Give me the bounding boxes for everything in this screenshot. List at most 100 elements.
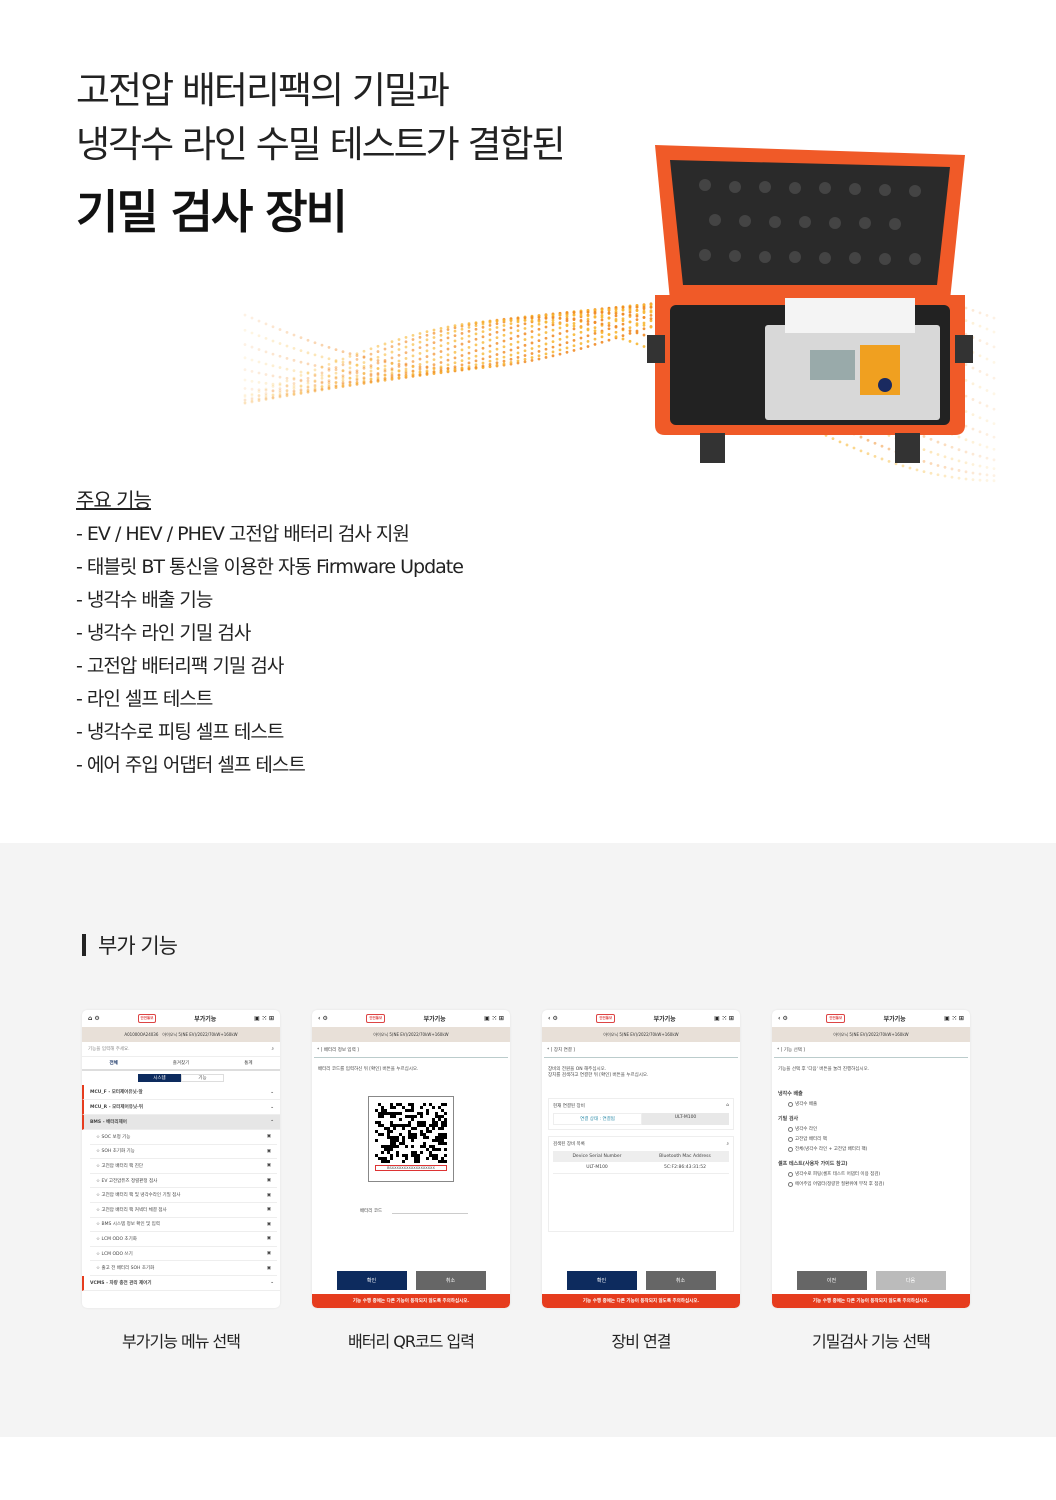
wave-dot [985, 327, 989, 331]
wave-dot [292, 333, 296, 337]
wave-dot [334, 381, 338, 384]
run-icon[interactable]: ▣ [266, 1221, 271, 1227]
star-icon[interactable]: ☆ [96, 1222, 101, 1228]
wave-dot [369, 358, 373, 362]
cancel-button[interactable]: 취소 [645, 1271, 716, 1290]
wave-dot [649, 303, 653, 307]
run-icon[interactable]: ▣ [266, 1265, 271, 1271]
wave-dot [985, 404, 989, 408]
function-list-item[interactable]: ☆ LCM ODO 초기화▣ [90, 1232, 277, 1247]
search-input[interactable]: 기능을 입력해 주세요.⌕ [82, 1042, 280, 1057]
back-icon[interactable]: ‹ ⚙ [318, 1015, 328, 1022]
wave-dot [642, 309, 646, 313]
next-button[interactable]: 다음 [875, 1271, 946, 1290]
star-icon[interactable]: ☆ [96, 1236, 101, 1242]
wave-dot [649, 319, 653, 323]
group-mcu-r[interactable]: MCU_R - 모터제어유닛-뒤⌄ [82, 1100, 280, 1115]
wave-dot [425, 343, 429, 347]
wave-dot [271, 364, 275, 368]
group-vcms[interactable]: VCMS - 차량 충전 관리 제어기⌄ [82, 1275, 280, 1291]
wave-dot [411, 365, 415, 369]
search-icon[interactable]: ⌕ [726, 1142, 729, 1147]
function-list-item[interactable]: ☆ BMS 시스템 정보 확인 및 입력▣ [90, 1218, 277, 1233]
function-list-item[interactable]: ☆ 고전압 배터리 팩 진단▣ [90, 1159, 277, 1174]
battery-code-input[interactable] [392, 1208, 469, 1214]
prev-button[interactable]: 이전 [796, 1271, 867, 1290]
wave-dot [397, 338, 401, 341]
run-icon[interactable]: ▣ [266, 1236, 271, 1242]
group-bms[interactable]: BMS - 배터리제어⌃ [82, 1115, 280, 1130]
wave-dot [572, 327, 576, 331]
star-icon[interactable]: ☆ [96, 1266, 101, 1272]
function-list-item[interactable]: ☆ SOH 초기화 기능▣ [90, 1145, 277, 1160]
wave-dot [530, 316, 534, 319]
wave-dot [404, 371, 408, 375]
radio-option[interactable]: 냉각수로 피팅(셀프 테스트 어댑터 이용 점검) [788, 1171, 964, 1177]
run-icon[interactable]: ▣ [266, 1192, 271, 1198]
wave-dot [607, 316, 611, 320]
tab-stats[interactable]: 통계 [244, 1061, 253, 1066]
toggle-system[interactable]: 시스템 [138, 1074, 181, 1082]
run-icon[interactable]: ▣ [266, 1178, 271, 1184]
wave-dot [964, 363, 968, 367]
wave-dot [551, 316, 555, 320]
wave-dot [992, 422, 996, 426]
tab-all[interactable]: 전체 [109, 1061, 118, 1066]
radio-option[interactable]: 고전압 배터리 팩 [788, 1136, 964, 1142]
wave-dot [992, 360, 996, 364]
function-list-item[interactable]: ☆ LCM ODO 쓰기▣ [90, 1247, 277, 1262]
disconnect-icon[interactable]: ⌂ [726, 1103, 729, 1108]
group-mcu-f[interactable]: MCU_F - 모터제어유닛-앞⌄ [82, 1085, 280, 1100]
wave-dot [348, 383, 352, 386]
star-icon[interactable]: ☆ [96, 1178, 101, 1184]
wave-dot [446, 331, 450, 335]
wave-dot [565, 341, 569, 345]
wave-dot [992, 376, 996, 380]
star-icon[interactable]: ☆ [96, 1163, 101, 1169]
wave-dot [642, 327, 646, 331]
radio-option[interactable]: 냉각수 배출 [788, 1101, 964, 1107]
wave-dot [621, 319, 625, 323]
radio-option[interactable]: 전체(냉각수 라인 + 고전압 배터리 팩) [788, 1146, 964, 1152]
toggle-function[interactable]: 기능 [181, 1074, 224, 1082]
wave-dot [481, 325, 485, 329]
wave-dot [537, 319, 541, 323]
wave-dot [866, 452, 870, 456]
wave-dot [950, 467, 954, 471]
wave-dot [446, 367, 450, 370]
run-icon[interactable]: ▣ [266, 1134, 271, 1140]
run-icon[interactable]: ▣ [266, 1163, 271, 1169]
wave-dot [264, 362, 268, 366]
wave-dot [642, 321, 646, 325]
wave-dot [929, 450, 933, 454]
function-list-item[interactable]: ☆ SOC 보정 기능▣ [90, 1130, 277, 1145]
radio-option[interactable]: 냉각수 라인 [788, 1126, 964, 1132]
function-list-item[interactable]: ☆ 고전압 배터리 팩 및 냉각수라인 기밀 점사▣ [90, 1188, 277, 1203]
star-icon[interactable]: ☆ [96, 1134, 101, 1140]
star-icon[interactable]: ☆ [96, 1207, 101, 1213]
wave-dot [341, 384, 345, 387]
radio-option[interactable]: 에어주입 어댑터(정량한 질환위에 부착 후 점검) [788, 1181, 964, 1187]
wave-dot [348, 354, 352, 358]
run-icon[interactable]: ▣ [266, 1207, 271, 1213]
feature-item: - 냉각수로 피팅 셀프 테스트 [76, 721, 284, 743]
confirm-button[interactable]: 확인 [566, 1271, 637, 1290]
wave-dot [376, 372, 380, 375]
function-list-item[interactable]: ☆ 고전압 배터리 팩 커넥터 체결 점사▣ [90, 1203, 277, 1218]
star-icon[interactable]: ☆ [96, 1193, 101, 1199]
run-icon[interactable]: ▣ [266, 1148, 271, 1154]
function-list-item[interactable]: ☆ EV 고전압퓨즈 정렬판정 점사▣ [90, 1174, 277, 1189]
function-list-item[interactable]: ☆ 출고 전 배터리 SOH 초기화▣ [90, 1261, 277, 1276]
star-icon[interactable]: ☆ [96, 1251, 101, 1257]
star-icon[interactable]: ☆ [96, 1149, 101, 1155]
wave-dot [488, 328, 492, 331]
wave-dot [523, 316, 527, 320]
cancel-button[interactable]: 취소 [415, 1271, 486, 1290]
wave-dot [957, 469, 961, 472]
radio-icon [788, 1171, 793, 1177]
run-icon[interactable]: ▣ [266, 1251, 271, 1257]
confirm-button[interactable]: 확인 [336, 1271, 407, 1290]
wave-dot [278, 382, 282, 386]
tab-favorites[interactable]: 즐겨찾기 [172, 1061, 190, 1066]
